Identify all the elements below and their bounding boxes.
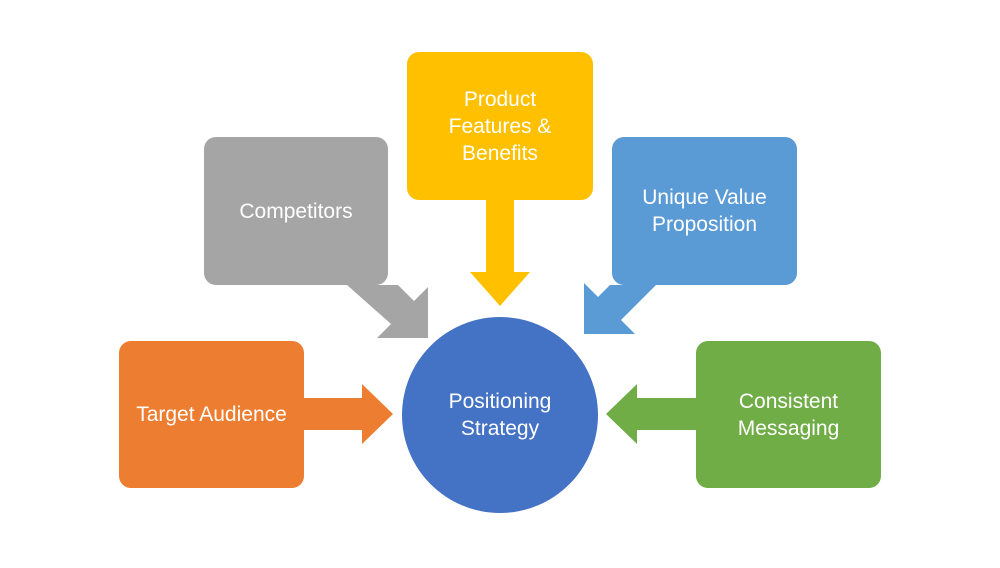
box-target-audience	[119, 341, 304, 488]
arrow-product-features	[470, 199, 530, 306]
box-consistent-messaging	[696, 341, 881, 488]
label-unique-value: Unique Value Proposition	[642, 186, 767, 236]
label-consistent-messaging: Consistent Messaging	[737, 389, 840, 440]
center-circle	[402, 317, 598, 513]
box-competitors	[204, 137, 388, 285]
label-competitors: Competitors	[239, 199, 353, 223]
box-unique-value	[612, 137, 797, 285]
label-product-features: Product Features & Benefits	[448, 87, 552, 165]
arrow-consistent-messaging	[606, 384, 697, 444]
arrow-unique-value	[584, 283, 656, 334]
arrow-competitors	[347, 285, 428, 338]
label-target-audience: Target Audience	[136, 403, 287, 426]
box-product-features	[407, 52, 593, 200]
arrow-target-audience	[303, 384, 393, 444]
label-center: Positioning Strategy	[448, 390, 552, 440]
